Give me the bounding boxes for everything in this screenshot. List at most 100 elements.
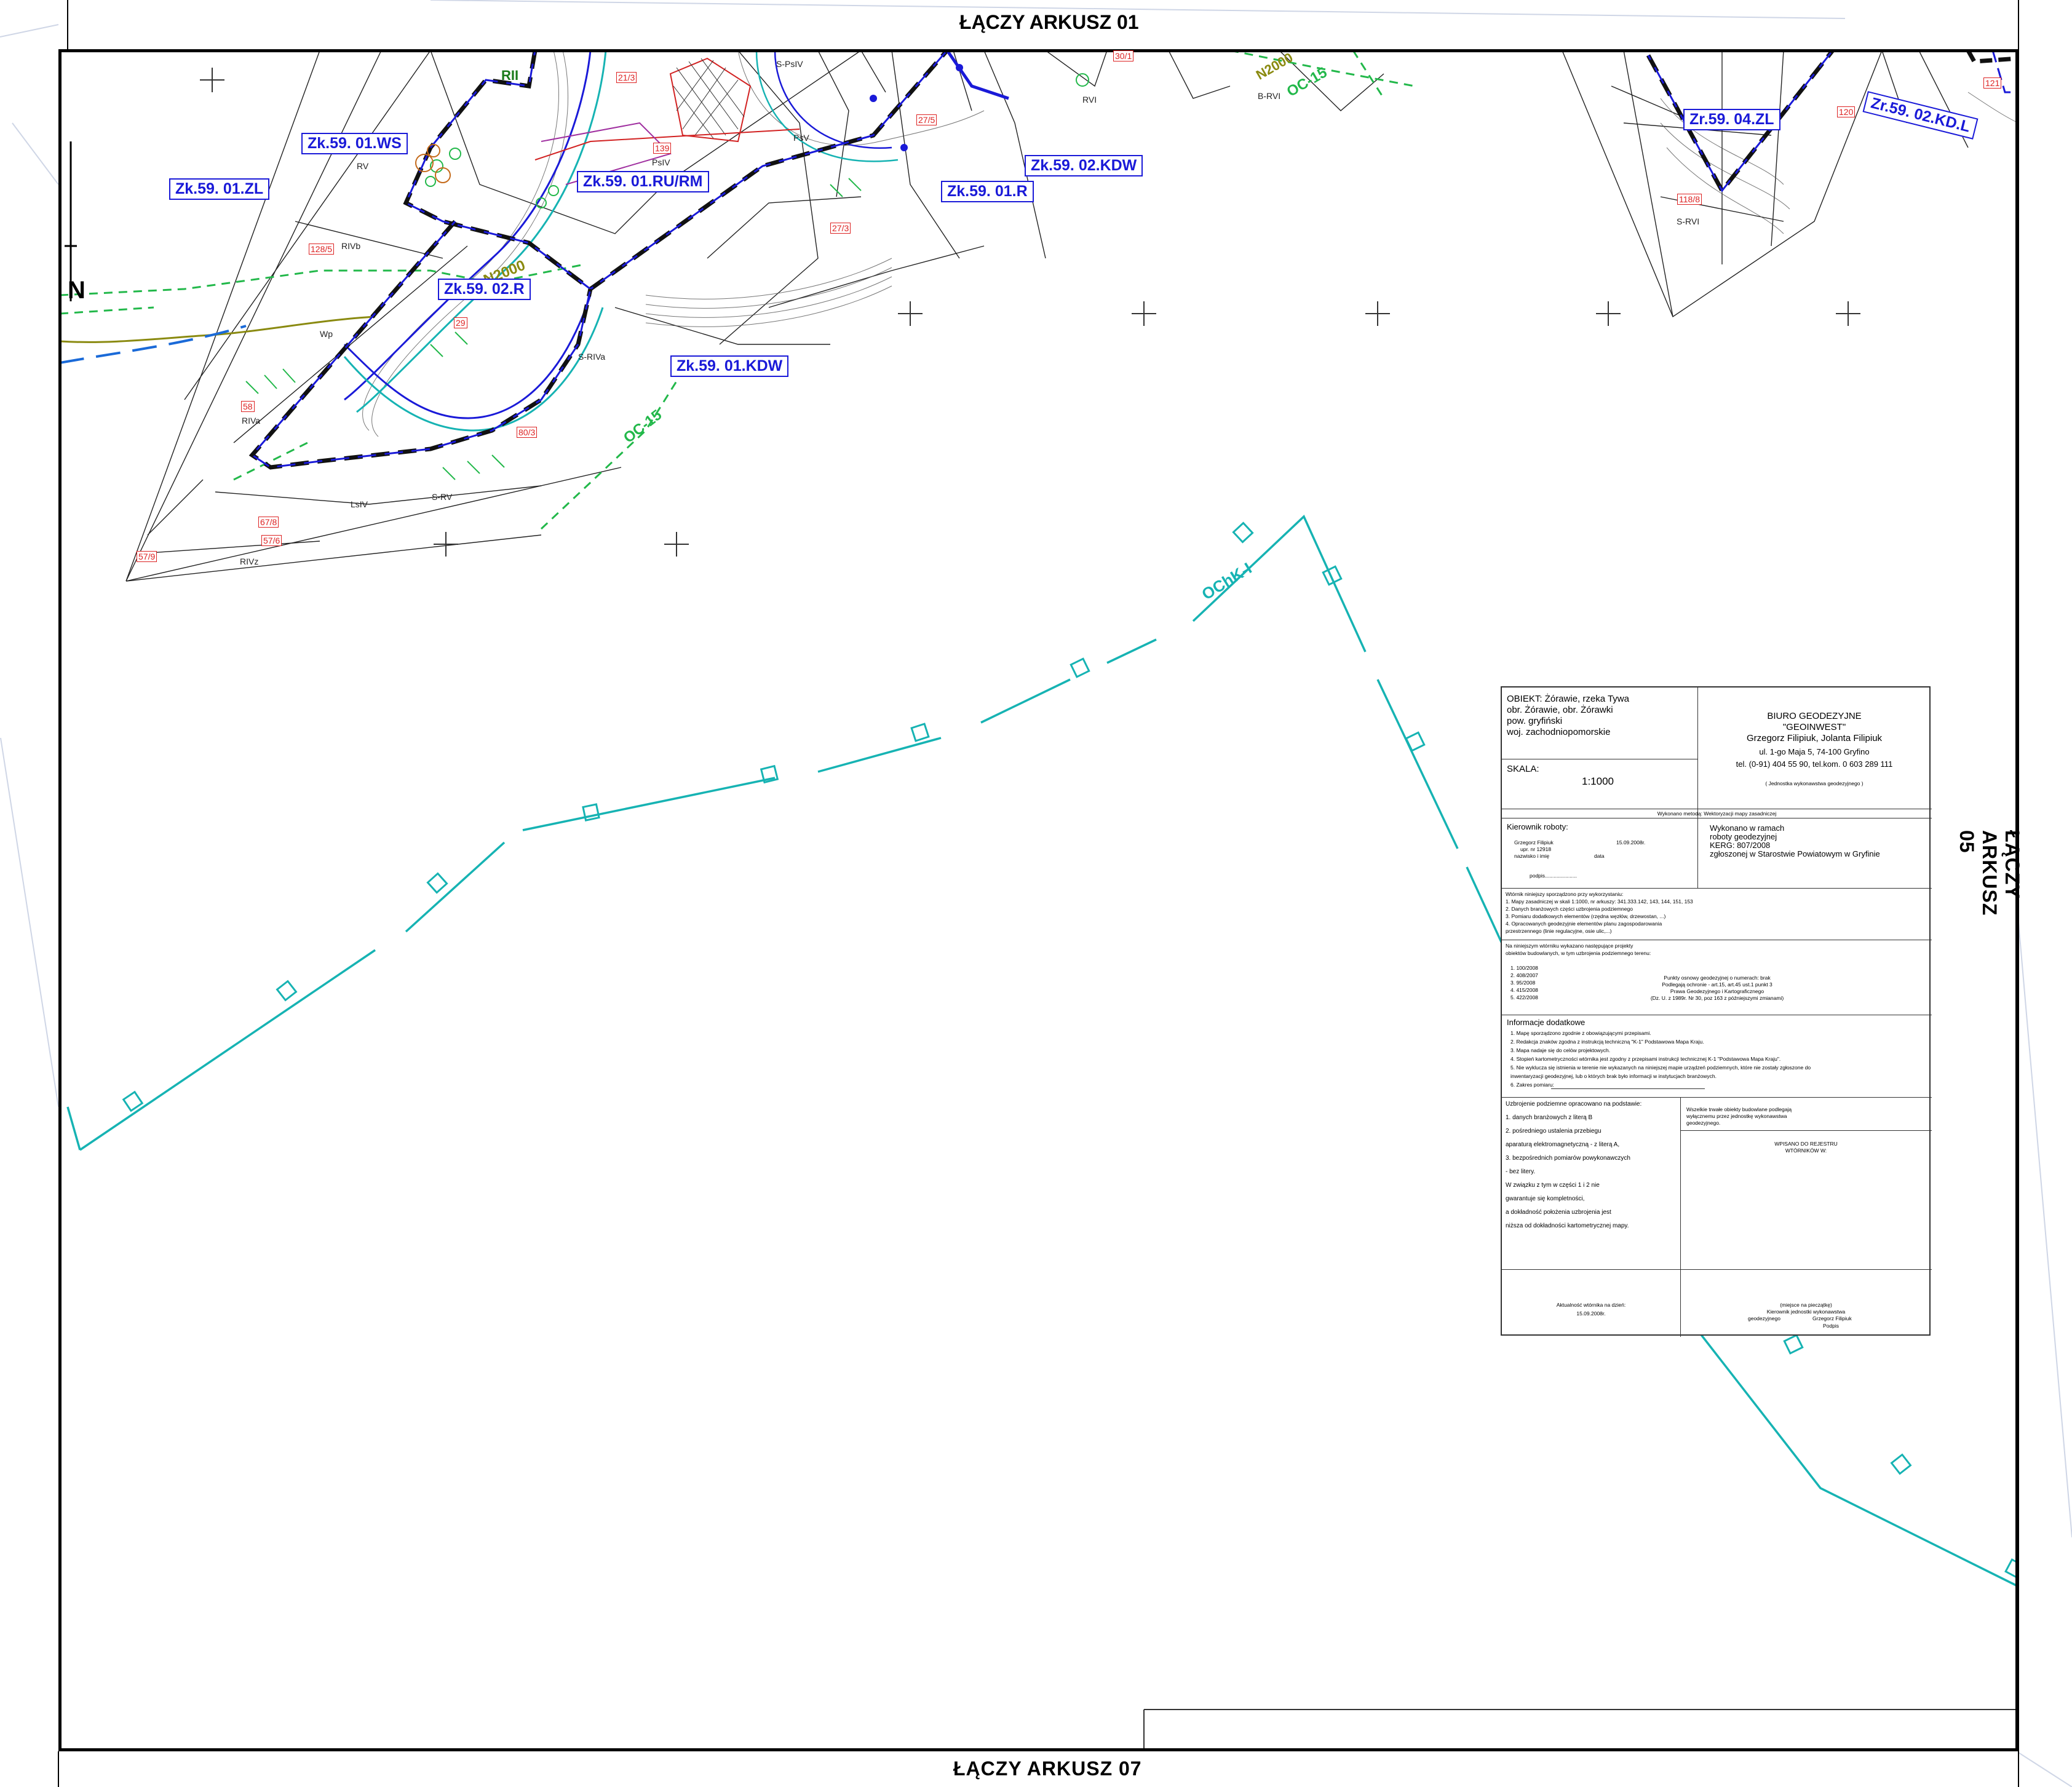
north-label: N [68,277,85,304]
points-note: Punkty osnowy geodezyjnej o numerach: br… [1664,975,1771,981]
soil-label: Wp [320,329,333,339]
manager-license: upr. nr 12918 [1520,846,1552,852]
parcel-number: 128/5 [309,244,335,255]
vegetation-strokes [245,178,862,480]
manager-name-caption: nazwisko i imię [1514,853,1550,859]
map-label-zk5902r: Zk.59. 02.R [438,279,531,300]
manager-title: Kierownik roboty: [1507,822,1568,831]
actual-line: Aktualność wtórnika na dzień: [1556,1302,1626,1308]
soil-label: S-RVI [1677,216,1700,226]
parcel-number: 121 [1983,77,2002,89]
scale-value: 1:1000 [1582,775,1614,787]
manager-date: 15.09.2008r. [1616,839,1646,846]
points-note: Podlegają ochronie - art.15, art.45 ust.… [1662,981,1772,988]
map-label-zr5904zl: Zr.59. 04.ZL [1683,109,1780,130]
sources-line: 3. Pomiaru dodatkowych elementów (rzędna… [1506,913,1666,919]
company-line-1: BIURO GEODEZYJNE [1767,711,1862,721]
actual-date: 15.09.2008r. [1576,1310,1606,1317]
map-label-zk5901kdw: Zk.59. 01.KDW [670,355,789,377]
object-line-3: pow. gryfiński [1507,716,1563,726]
work-line-2: roboty geodezyjnej [1710,832,1777,841]
soil-label: S-PsIV [776,59,803,69]
title-block: OBIEKT: Żórawie, rzeka Tywa obr. Żórawie… [1501,686,1932,1337]
soil-label: RVI [1082,95,1097,105]
info-line: inwentaryzacji geodezyjnej, lub o któryc… [1510,1073,1717,1079]
parcel-number: 27/3 [830,223,851,234]
soil-label: RIVz [240,557,259,566]
ochk-ticks [122,521,2017,1579]
company-line-4: ul. 1-go Maja 5, 74-100 Gryfino [1759,747,1870,756]
soil-label: PsV [793,133,809,143]
map-label-zk5901rurm: Zk.59. 01.RU/RM [577,171,709,192]
project-item: 2. 408/2007 [1510,972,1538,978]
uzbrojenie-line: - bez litery. [1506,1168,1536,1175]
parcel-number: 57/9 [137,551,157,562]
points-note: Prawa Geodezyjnego i Kartograficznego [1670,988,1764,994]
map-label-zk5902kdw: Zk.59. 02.KDW [1025,155,1143,176]
object-line-4: woj. zachodniopomorskie [1507,727,1611,737]
sources-line: przestrzennego (linie regulacyjne, osie … [1506,928,1612,934]
project-item: 4. 415/2008 [1510,987,1538,993]
hatched-building [669,57,752,143]
company-line-5: tel. (0-91) 404 55 90, tel.kom. 0 603 28… [1736,759,1893,769]
project-item: 3. 95/2008 [1510,980,1536,986]
projects-head: Na niniejszym wtórniku wykazano następuj… [1506,943,1633,949]
parcel-number: 57/6 [261,535,282,546]
river-banks [343,50,899,432]
north-arrow [65,141,77,301]
uzbrojenie-line: niższa od dokładności kartometrycznej ma… [1506,1222,1629,1229]
manager-sign: podpis...................... [1530,873,1578,879]
brown-symbols [415,144,451,183]
sources-line: 1. Mapy zasadniczej w skali 1:1000, nr a… [1506,898,1693,905]
uzbrojenie-line: aparaturą elektromagnetyczną - z literą … [1506,1141,1620,1148]
rii-label: RII [501,68,519,83]
info-line: 2. Redakcja znaków zgodna z instrukcją t… [1510,1039,1704,1045]
method-line: Wykonano metodą: Wektoryzacji mapy zasad… [1657,810,1777,817]
uzbrojenie-line: 2. pośredniego ustalenia przebiegu [1506,1128,1602,1135]
uzbrojenie-line: 1. danych branżowych z literą B [1506,1114,1593,1121]
soil-label: RIVa [242,416,261,426]
parcel-number: 27/5 [916,114,937,125]
planning-boundaries [248,50,2017,470]
uzbrojenie-line: a dokładność położenia uzbrojenia jest [1506,1209,1611,1216]
uzbrojenie-line: W związku z tym w części 1 i 2 nie [1506,1182,1600,1189]
soil-label: RV [357,161,369,171]
sources-line: 2. Danych branżowych części uzbrojenia p… [1506,906,1633,912]
blue-points [870,64,963,151]
sources-line: Wtórnik niniejszy sporządzono przy wykor… [1506,891,1624,897]
map-label-zk5901r: Zk.59. 01.R [941,181,1034,202]
project-item: 5. 422/2008 [1510,994,1538,1000]
company-line-3: Grzegorz Filipiuk, Jolanta Filipiuk [1746,733,1883,743]
parcel-number: 58 [241,401,255,412]
manager-name: Grzegorz Filipiuk [1514,839,1554,846]
scale-label: SKALA: [1507,764,1539,774]
edge-label-top: ŁĄCZY ARKUSZ 01 [959,11,1139,33]
parcel-number: 21/3 [616,72,637,83]
right-note: Wszelkie trwałe obiekty budowlane podleg… [1686,1106,1792,1112]
right-note: geodezyjnego. [1686,1120,1721,1126]
parcel-number: 80/3 [517,427,538,438]
stamp-line: (miejsce na pieczątkę) [1780,1302,1832,1308]
map-label-zk5901zl: Zk.59. 01.ZL [169,178,270,200]
soil-label: B-RVI [1258,91,1281,101]
object-line-2: obr. Żórawie, obr. Żórawki [1507,705,1613,715]
register-line: WPISANO DO REJESTRU [1774,1141,1838,1147]
uzbrojenie-line: gwarantuje się kompletności, [1506,1195,1585,1202]
sources-line: 4. Opracowanych geodezyjnie elementów pl… [1506,921,1662,927]
stamp-line: Podpis [1823,1323,1839,1329]
work-line-1: Wykonano w ramach [1710,823,1785,833]
info-line: 5. Nie wyklucza się istnienia w terenie … [1510,1064,1811,1071]
info-line: 6. Zakres pomiaru: [1510,1082,1554,1088]
uzbrojenie-line: Uzbrojenie podziemne opracowano na podst… [1506,1101,1642,1107]
parcel-number: 118/8 [1677,194,1702,205]
info-line: 3. Mapa nadaje się do celów projektowych… [1510,1047,1611,1053]
purple-line [541,122,672,185]
map-frame [58,49,2018,1751]
company-line-2: "GEOINWEST" [1782,722,1846,732]
soil-label: S-RV [432,492,453,502]
object-line-1: OBIEKT: Żórawie, rzeka Tywa [1507,694,1629,704]
soil-label: LsIV [351,499,368,509]
uzbrojenie-line: 3. bezpośrednich pomiarów powykonawczych [1506,1155,1630,1162]
map-label-zk5901ws: Zk.59. 01.WS [301,133,408,154]
parcel-number: 139 [653,143,672,154]
